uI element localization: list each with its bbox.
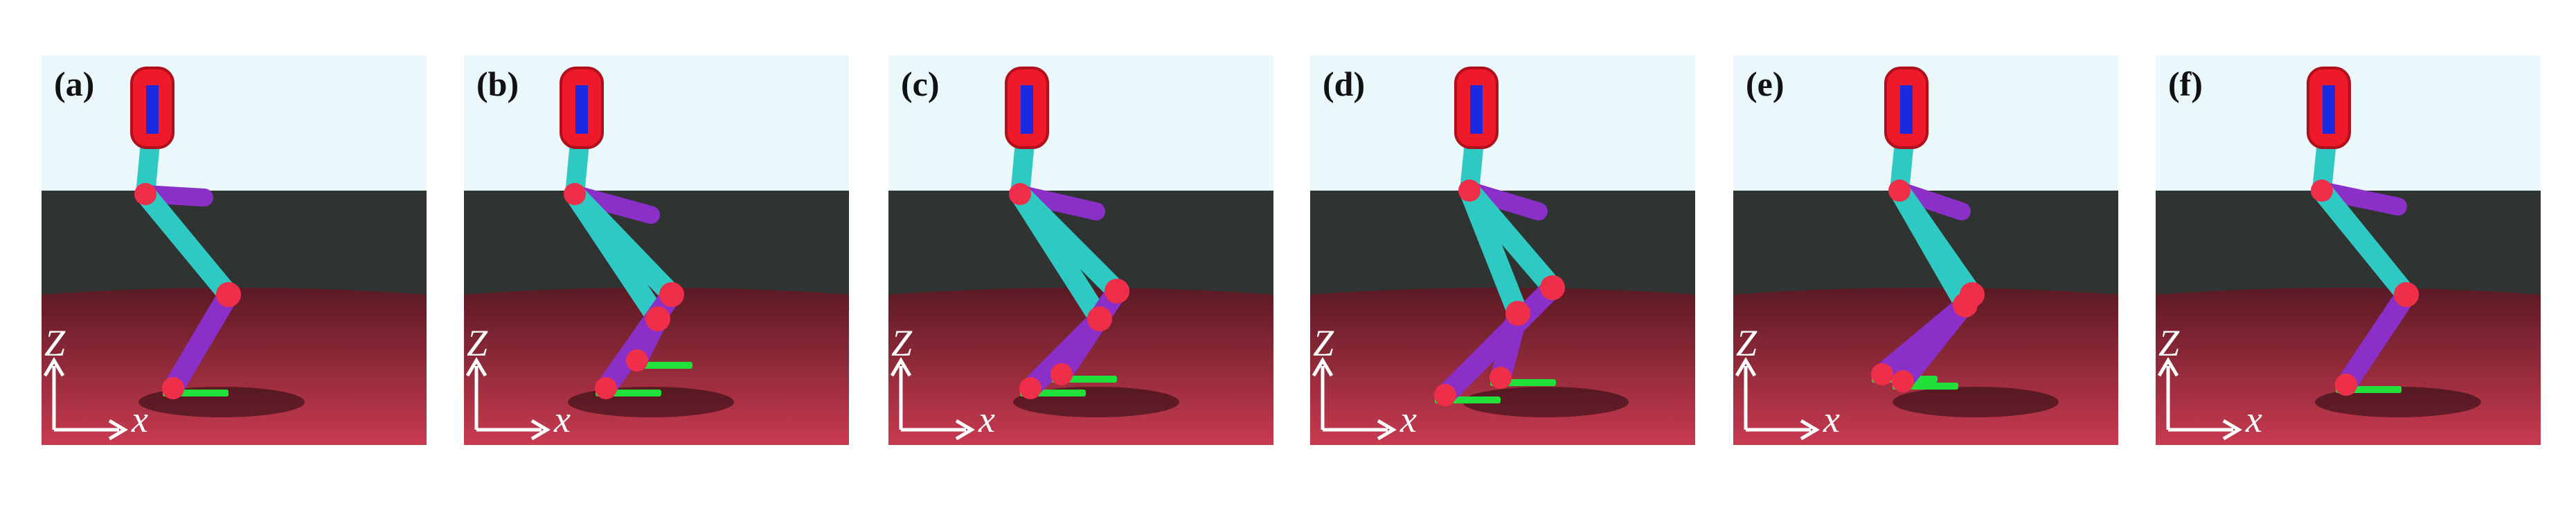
joint-sphere [1019, 377, 1041, 399]
joint-sphere [2311, 180, 2333, 202]
x-axis-label: x [978, 399, 995, 440]
z-axis-arrowhead [465, 357, 488, 377]
z-axis-label: Z [891, 322, 913, 364]
neck-link [1021, 85, 1033, 134]
panel-label: (c) [901, 64, 940, 103]
x-axis-label: x [2246, 399, 2262, 440]
joint-sphere [1009, 183, 1031, 205]
panel-label: (e) [1746, 64, 1785, 103]
sky-background [42, 55, 427, 191]
joint-sphere [162, 377, 184, 399]
wall-background [2156, 191, 2541, 295]
joint-sphere [1050, 363, 1073, 385]
sky-background [888, 55, 1273, 191]
robot-scene [1733, 55, 2118, 445]
z-axis-label: Z [2158, 322, 2180, 364]
joint-sphere [595, 377, 617, 399]
floor-plane [42, 288, 427, 445]
x-axis-arrowhead [1377, 419, 1397, 441]
panel-label: (d) [1323, 64, 1366, 103]
sky-background [464, 55, 849, 191]
shank-link [2336, 284, 2417, 395]
joint-sphere [626, 349, 648, 372]
floor-plane [888, 288, 1273, 445]
z-axis-label: Z [467, 322, 488, 364]
shank-link [1435, 277, 1563, 405]
x-axis-label: x [1400, 399, 1417, 440]
robot-shadow [1463, 387, 1629, 417]
joint-sphere [1540, 275, 1565, 300]
joint-sphere [2394, 282, 2419, 307]
robot-shadow [2315, 387, 2481, 417]
joint-sphere [1434, 384, 1456, 406]
z-axis-arrowhead [43, 357, 65, 377]
neck-link [1900, 85, 1913, 134]
z-axis-arrowhead [890, 357, 912, 377]
thigh-link [564, 184, 682, 305]
z-axis-arrowhead [1312, 357, 1334, 377]
wall-background [42, 191, 427, 295]
joint-sphere [1490, 367, 1512, 389]
x-axis-arrowhead [108, 419, 128, 441]
joint-sphere [1892, 370, 1914, 392]
z-axis-label: Z [44, 322, 66, 364]
joint-sphere [564, 183, 586, 205]
neck-link [2323, 85, 2335, 134]
joint-sphere [2335, 374, 2357, 396]
joint-sphere [645, 306, 670, 331]
joint-sphere [216, 282, 241, 307]
robot-scene [888, 55, 1273, 445]
joint-sphere [1871, 363, 1893, 385]
x-axis-label: x [1823, 399, 1840, 440]
x-axis-arrowhead [1800, 419, 1820, 441]
z-axis-arrowhead [2157, 357, 2179, 377]
thigh-link [135, 184, 239, 305]
neck-link [575, 85, 588, 134]
robot-scene [1310, 55, 1695, 445]
joint-sphere [1505, 301, 1530, 326]
robot-scene [2156, 55, 2541, 445]
x-axis-arrowhead [530, 419, 551, 441]
x-axis-label: x [554, 399, 571, 440]
thigh-link [1459, 180, 1563, 298]
neck-link [1470, 85, 1483, 134]
joint-sphere [134, 183, 156, 205]
z-axis-label: Z [1313, 322, 1334, 364]
robot-shadow [1893, 387, 2059, 417]
x-axis-arrowhead [2222, 419, 2242, 441]
joint-sphere [1458, 180, 1481, 202]
joint-sphere [1888, 180, 1911, 202]
x-axis-label: x [132, 399, 148, 440]
joint-sphere [1087, 306, 1112, 331]
panel-label: (a) [54, 64, 95, 103]
shank-link [163, 284, 239, 399]
z-axis-label: Z [1736, 322, 1757, 364]
robot-scene [464, 55, 849, 445]
thigh-link [1889, 180, 1983, 305]
shank-link [1051, 281, 1127, 385]
joint-sphere [659, 282, 684, 307]
thigh-link [2311, 180, 2417, 305]
x-axis-arrowhead [955, 419, 975, 441]
joint-sphere [1104, 279, 1129, 304]
joint-sphere [1953, 293, 1978, 317]
panel-label: (f) [2168, 64, 2203, 103]
neck-link [146, 85, 159, 134]
thigh-link [1010, 184, 1127, 302]
sky-background [1310, 55, 1695, 191]
panel-label: (b) [476, 64, 519, 103]
z-axis-arrowhead [1735, 357, 1757, 377]
robot-scene [42, 55, 427, 445]
